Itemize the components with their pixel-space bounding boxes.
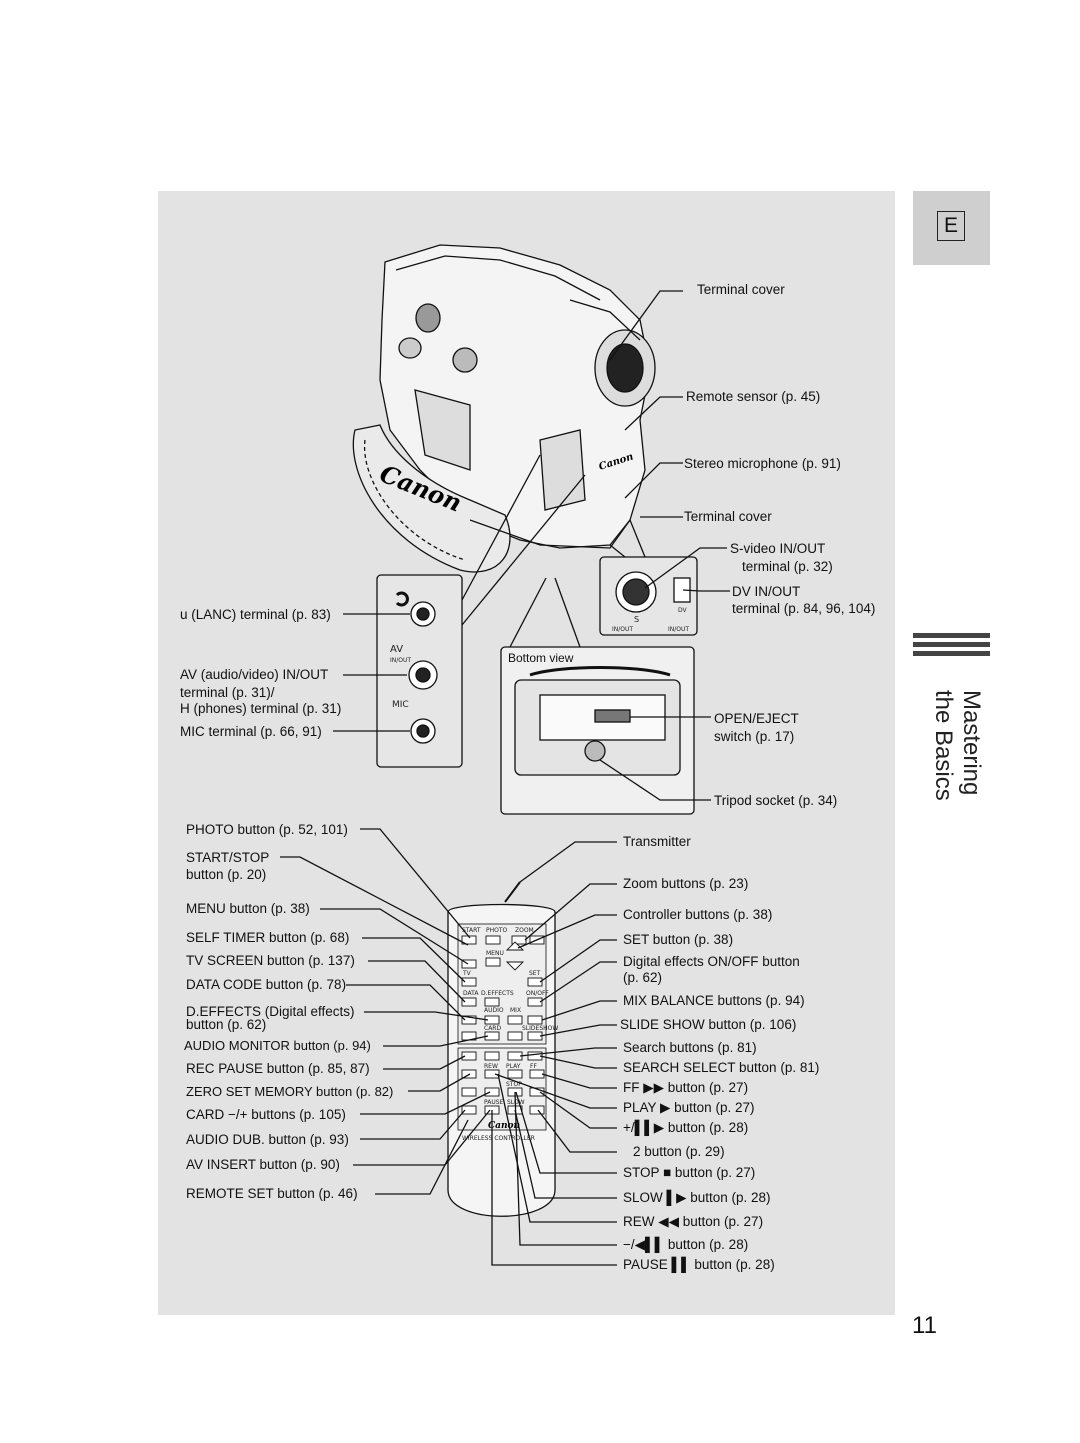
- key-photo: PHOTO: [486, 927, 508, 934]
- key-data: DATA: [463, 990, 479, 997]
- remote-label-deffects-1: D.EFFECTS (Digital effects): [186, 1004, 355, 1019]
- bottom-view-title: Bottom view: [508, 651, 574, 665]
- callout-terminal-cover-top: Terminal cover: [697, 282, 785, 297]
- key-ff: FF: [530, 1063, 537, 1070]
- key-onoff: ON/OFF: [526, 990, 549, 997]
- language-tab: E: [913, 191, 990, 265]
- key-deffects: D.EFFECTS: [481, 990, 514, 997]
- callout-open-eject-1: OPEN/EJECT: [714, 711, 799, 726]
- remote-label-deffects-2: button (p. 62): [186, 1017, 267, 1032]
- remote-label-set: SET button (p. 38): [623, 932, 734, 947]
- key-tv: TV: [462, 970, 472, 977]
- key-stop: STOP: [506, 1081, 522, 1088]
- callout-av-2: terminal (p. 31)/: [180, 685, 275, 700]
- callout-terminal-cover-bottom: Terminal cover: [684, 509, 772, 524]
- remote-label-pause: PAUSE ▌▌ button (p. 28): [623, 1257, 775, 1272]
- language-tab-letter: E: [937, 211, 965, 241]
- remote-wireless-label: WIRELESS CONTROLLER: [462, 1135, 535, 1142]
- remote-label-data-code: DATA CODE button (p. 78): [186, 977, 347, 992]
- page-number: 11: [912, 1312, 937, 1339]
- remote-label-play: PLAY ▶ button (p. 27): [623, 1100, 755, 1115]
- remote-label-ff: FF ▶▶ button (p. 27): [623, 1080, 749, 1095]
- panel-in-out-label: IN/OUT: [390, 657, 411, 664]
- remote-label-tv-screen: TV SCREEN button (p. 137): [186, 953, 355, 968]
- key-menu: MENU: [486, 950, 504, 957]
- panel-av-label: AV: [390, 644, 403, 655]
- callout-tripod: Tripod socket (p. 34): [714, 793, 838, 808]
- key-mix: MIX: [510, 1007, 521, 1014]
- callout-av-1: AV (audio/video) IN/OUT: [180, 667, 329, 682]
- remote-label-zoom: Zoom buttons (p. 23): [623, 876, 749, 891]
- remote-label-audio-dub: AUDIO DUB. button (p. 93): [186, 1132, 349, 1147]
- key-zoom: ZOOM: [515, 927, 534, 934]
- remote-label-mix-balance: MIX BALANCE buttons (p. 94): [623, 993, 805, 1008]
- remote-label-startstop-2: button (p. 20): [186, 867, 267, 882]
- panel-mic-label: MIC: [392, 700, 409, 710]
- key-pause: PAUSE: [484, 1099, 504, 1106]
- key-card: CARD: [484, 1025, 501, 1032]
- key-audio: AUDIO: [484, 1007, 504, 1014]
- remote-label-av-insert: AV INSERT button (p. 90): [186, 1157, 340, 1172]
- remote-label-card: CARD −/+ buttons (p. 105): [186, 1107, 346, 1122]
- callout-remote-sensor: Remote sensor (p. 45): [686, 389, 821, 404]
- remote-label-slow: SLOW ▌▶ button (p. 28): [623, 1190, 771, 1205]
- remote-label-search-select: SEARCH SELECT button (p. 81): [623, 1060, 820, 1075]
- key-slideshow: SLIDESHOW: [522, 1025, 558, 1032]
- callout-av-3: H (phones) terminal (p. 31): [180, 701, 342, 716]
- remote-label-startstop-1: START/STOP: [186, 850, 270, 865]
- callout-dv-1: DV IN/OUT: [732, 584, 801, 599]
- remote-label-deffects-onoff-2: (p. 62): [623, 970, 663, 985]
- callout-open-eject-2: switch (p. 17): [714, 729, 795, 744]
- remote-label-x2: 2 button (p. 29): [633, 1144, 725, 1159]
- callout-lanc: u (LANC) terminal (p. 83): [180, 607, 331, 622]
- remote-label-search: Search buttons (p. 81): [623, 1040, 757, 1055]
- remote-label-controller: Controller buttons (p. 38): [623, 907, 773, 922]
- remote-brand-logo: Canon: [488, 1121, 520, 1131]
- remote-label-frame-advance: +/▌▌▶ button (p. 28): [623, 1120, 749, 1135]
- remote-label-stop: STOP ■ button (p. 27): [623, 1165, 756, 1180]
- panel-dv-label: DV: [678, 607, 688, 614]
- remote-label-deffects-onoff-1: Digital effects ON/OFF button: [623, 954, 800, 969]
- remote-label-frame-reverse: −/◀▌▌ button (p. 28): [623, 1237, 749, 1252]
- key-slow: SLOW: [507, 1099, 525, 1106]
- remote-label-slide-show: SLIDE SHOW button (p. 106): [620, 1017, 797, 1032]
- remote-label-rec-pause: REC PAUSE button (p. 85, 87): [186, 1061, 370, 1076]
- remote-label-rew: REW ◀◀ button (p. 27): [623, 1214, 764, 1229]
- callout-svideo-2: terminal (p. 32): [742, 559, 833, 574]
- callout-stereo-mic: Stereo microphone (p. 91): [684, 456, 841, 471]
- panel-s-label: S: [634, 615, 639, 624]
- remote-label-menu: MENU button (p. 38): [186, 901, 310, 916]
- callout-mic: MIC terminal (p. 66, 91): [180, 724, 322, 739]
- callout-svideo-1: S-video IN/OUT: [730, 541, 826, 556]
- remote-label-zero-set: ZERO SET MEMORY button (p. 82): [186, 1084, 394, 1099]
- section-marker: [913, 633, 990, 660]
- remote-label-photo: PHOTO button (p. 52, 101): [186, 822, 348, 837]
- panel-in-out-a: IN/OUT: [612, 626, 633, 633]
- panel-in-out-b: IN/OUT: [668, 626, 689, 633]
- callout-dv-2: terminal (p. 84, 96, 104): [732, 601, 876, 616]
- key-set: SET: [529, 970, 541, 977]
- key-rew: REW: [484, 1063, 498, 1070]
- remote-label-transmitter: Transmitter: [623, 834, 691, 849]
- remote-label-remote-set: REMOTE SET button (p. 46): [186, 1186, 358, 1201]
- remote-label-audio-monitor: AUDIO MONITOR button (p. 94): [184, 1038, 371, 1053]
- key-start: START: [462, 927, 481, 934]
- remote-label-self-timer: SELF TIMER button (p. 68): [186, 930, 350, 945]
- key-play: PLAY: [506, 1063, 521, 1070]
